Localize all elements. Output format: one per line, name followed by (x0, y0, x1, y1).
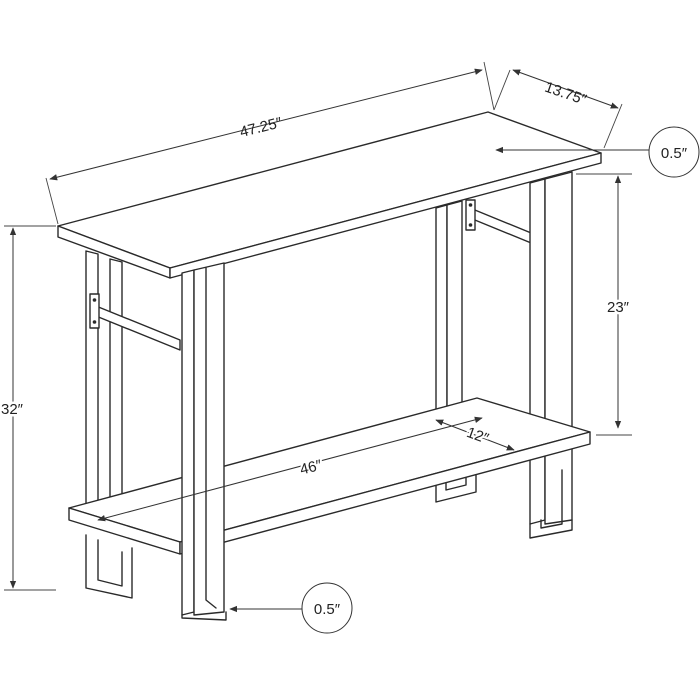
back-right-leg (435, 200, 477, 503)
top-length-label: 47.25″ (238, 114, 284, 141)
left-side-rail (89, 293, 181, 351)
front-left-leg (181, 262, 227, 621)
tabletop (57, 111, 602, 279)
shelf-thickness-callout: 0.5″ (229, 582, 353, 634)
front-right-leg (529, 171, 573, 539)
top-depth-label: 13.75″ (542, 79, 589, 109)
shelf-thickness-label: 0.5″ (314, 601, 341, 618)
top-thickness-circle (648, 126, 700, 178)
overall-height-label: 32″ (1, 401, 24, 418)
shelf-thickness-circle (301, 582, 353, 634)
shelf-to-top-label: 23″ (607, 299, 630, 316)
overall-height-dimension: 32″ (0, 225, 56, 591)
top-thickness-callout: 0.5″ (495, 126, 700, 178)
top-thickness-label: 0.5″ (661, 145, 688, 162)
shelf-to-top-dimension: 23″ (576, 173, 632, 436)
bottom-shelf (68, 397, 591, 555)
